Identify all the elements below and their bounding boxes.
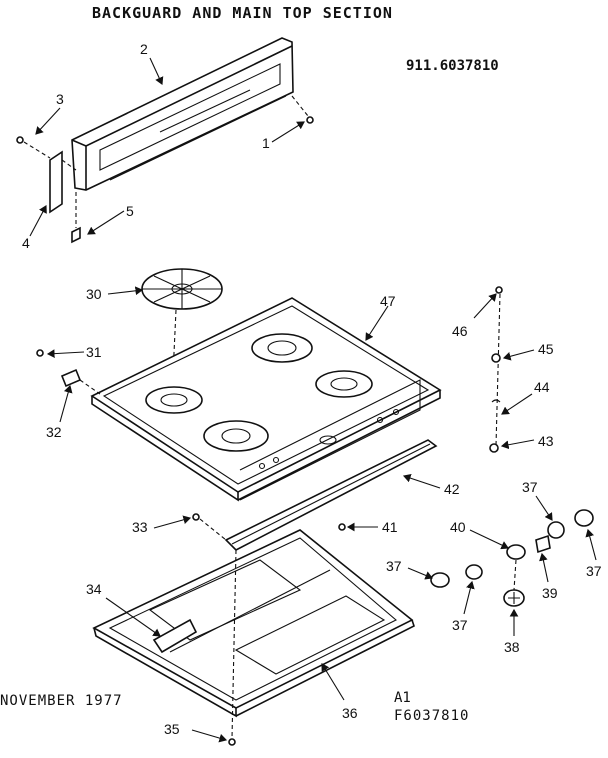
screw-41: [338, 523, 346, 531]
callout-41: 41: [382, 519, 398, 535]
callout-5: 5: [126, 203, 134, 219]
callout-37-right-b: 37: [586, 563, 602, 579]
callout-37-right-a: 37: [522, 479, 538, 495]
screw-3: [16, 136, 24, 144]
callout-31: 31: [86, 344, 102, 360]
callout-44: 44: [534, 379, 550, 395]
burner-box: [92, 529, 415, 739]
callout-35: 35: [164, 721, 180, 737]
bracket-34: [152, 618, 198, 654]
callout-37-center: 37: [452, 617, 468, 633]
callout-47: 47: [380, 293, 396, 309]
callout-2: 2: [140, 41, 148, 57]
callout-38: 38: [504, 639, 520, 655]
callout-30: 30: [86, 286, 102, 302]
callout-43: 43: [538, 433, 554, 449]
burner-grate: [141, 268, 223, 397]
nut-43: [489, 443, 499, 453]
screw-33: [192, 513, 200, 521]
spring-44: [491, 399, 501, 403]
callout-40: 40: [450, 519, 466, 535]
screw-1: [306, 116, 314, 124]
callout-32: 32: [46, 424, 62, 440]
callout-46: 46: [452, 323, 468, 339]
knob-40: [506, 544, 526, 560]
date-label: NOVEMBER 1977: [0, 693, 123, 709]
callout-numbers: 2 3 4 5 1 30 31 32 47 46 45 44 43 42 33 …: [22, 41, 602, 737]
callout-42: 42: [444, 481, 460, 497]
main-top: [90, 297, 442, 502]
knob-37-left: [430, 572, 450, 588]
model-number: 911.6037810: [406, 58, 499, 74]
figure-ref-line2: F6037810: [394, 708, 470, 724]
callout-45: 45: [538, 341, 554, 357]
front-trim: [224, 439, 438, 551]
callout-39: 39: [542, 585, 558, 601]
callout-3: 3: [56, 91, 64, 107]
knob-37-right-a: [547, 521, 565, 539]
screw-35: [228, 738, 236, 746]
diagram-title: BACKGUARD AND MAIN TOP SECTION: [92, 4, 393, 22]
orifice-46: [495, 286, 503, 294]
knob-38: [503, 589, 525, 607]
callout-1: 1: [262, 135, 270, 151]
clip-39: [535, 534, 551, 554]
knob-37-center: [465, 564, 483, 580]
callout-33: 33: [132, 519, 148, 535]
clip-5: [71, 226, 81, 244]
side-bracket: [16, 95, 314, 244]
knob-37-right-b: [574, 509, 594, 527]
bracket-32: [60, 368, 82, 388]
callout-37-left: 37: [386, 558, 402, 574]
screw-31: [36, 349, 44, 357]
backguard-panel: [71, 37, 294, 191]
callout-4: 4: [22, 235, 30, 251]
leader-lines: [29, 57, 597, 743]
valve-centerline: [495, 293, 501, 447]
nut-45: [491, 353, 501, 363]
callout-34: 34: [86, 581, 102, 597]
figure-ref-line1: A1: [394, 690, 411, 706]
callout-36: 36: [342, 705, 358, 721]
